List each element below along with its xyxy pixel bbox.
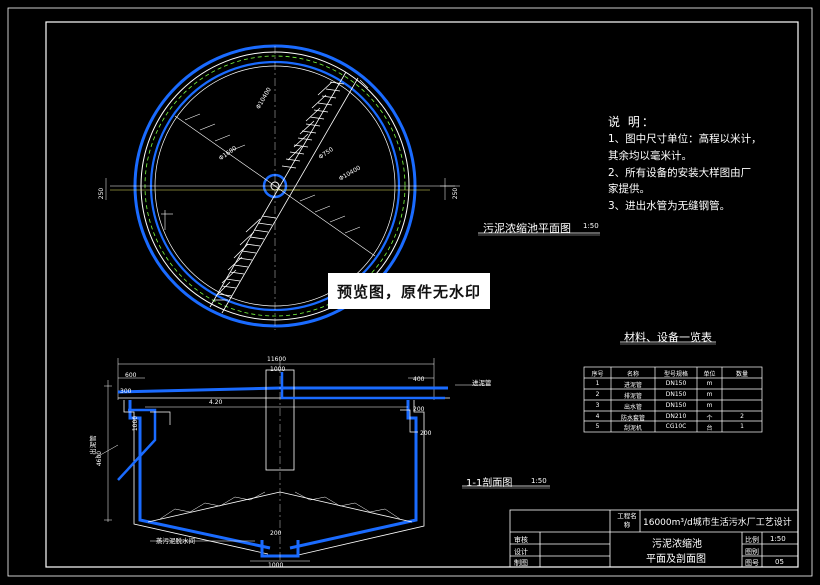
section-top-dim: 11600: [267, 356, 287, 363]
plan-dim: 250: [452, 187, 460, 200]
section-dim: 400: [413, 376, 425, 383]
section-dim: 1000: [270, 366, 286, 373]
materials-table-grid: [583, 366, 763, 433]
sheet-no-label: 图号: [745, 559, 759, 567]
table-cell: DN210: [665, 413, 687, 420]
table-cell: DN150: [665, 402, 687, 409]
table-header-cell: 序号: [591, 371, 604, 378]
note-line-5: 3、进出水管为无缝钢管。: [608, 200, 731, 212]
table-cell: 出水管: [623, 404, 642, 411]
notes-title: 说 明：: [608, 115, 656, 129]
table-cell: 3: [595, 402, 600, 409]
drain-label: 蒸污泥脱水间: [156, 537, 195, 545]
table-cell: 2: [595, 391, 600, 398]
section-dim: 600: [125, 372, 137, 379]
project-label: 工程名称: [617, 512, 637, 529]
section-dim: 1000: [268, 562, 284, 569]
table-cell: 进泥管: [623, 382, 642, 389]
section-dim: 4600: [96, 450, 104, 467]
materials-title: 材料、设备一览表: [624, 331, 712, 344]
note-line-2: 其余均以毫米计。: [608, 150, 692, 162]
inlet-pipe-label: 进泥管: [472, 379, 492, 387]
table-cell: m: [706, 380, 713, 387]
plan-view-scale: 1:50: [583, 222, 599, 230]
section-dim: 200: [413, 406, 425, 413]
section-water-level: 4.20: [209, 399, 223, 406]
outlet-pipe-label: 出泥管: [88, 435, 97, 455]
table-header-cell: 名称: [626, 371, 639, 378]
table-cell: 2: [740, 413, 744, 420]
table-cell: 刮泥机: [623, 425, 642, 432]
table-cell: m: [706, 391, 713, 398]
section-view-scale: 1:50: [531, 477, 547, 485]
role-designer: 设计: [514, 548, 528, 556]
note-line-3: 2、所有设备的安装大样图由厂: [608, 167, 752, 179]
table-cell: 防水套管: [620, 415, 645, 422]
table-cell: 5: [595, 423, 600, 430]
table-header-cell: 单位: [703, 371, 716, 378]
drawing-name-2: 平面及剖面图: [646, 554, 706, 565]
preview-watermark: 预览图，原件无水印: [328, 273, 490, 309]
drawing-name-1: 污泥浓缩池: [652, 539, 702, 550]
section-view-drawing: [94, 358, 490, 562]
category-label: 图别: [745, 548, 759, 556]
table-cell: 台: [706, 425, 713, 432]
table-cell: 排泥管: [623, 393, 642, 400]
table-header-cell: 型号规格: [663, 371, 688, 378]
section-view-title: 1-1剖面图: [466, 478, 513, 489]
table-cell: 个: [706, 415, 713, 422]
sheet-no-value: 05: [775, 558, 784, 566]
scale-value: 1:50: [770, 535, 786, 543]
role-drafter: 制图: [514, 559, 528, 567]
table-cell: 4: [595, 413, 600, 420]
section-dim: 200: [420, 430, 432, 437]
sheet-border: [7, 7, 813, 577]
table-cell: DN150: [665, 380, 687, 387]
note-line-4: 家提供。: [608, 183, 650, 195]
role-reviewer: 审核: [514, 536, 528, 544]
section-dim: 1000: [132, 415, 140, 432]
table-header-cell: 数量: [735, 371, 748, 378]
table-cell: 1: [595, 380, 600, 387]
table-cell: m: [706, 402, 713, 409]
title-block-grid: [509, 509, 799, 568]
scale-label: 比例: [745, 536, 759, 544]
section-dim: 200: [270, 530, 282, 537]
note-line-1: 1、图中尺寸单位：高程以米计，: [608, 133, 762, 145]
table-cell: CG10C: [665, 423, 687, 430]
project-name: 16000m³/d城市生活污水厂工艺设计: [643, 518, 792, 528]
plan-dim: 250: [98, 187, 106, 200]
drawing-frame: [45, 21, 799, 568]
table-cell: DN150: [665, 391, 687, 398]
section-dim: 300: [120, 388, 132, 395]
plan-view-drawing: [105, 44, 460, 330]
table-cell: 1: [740, 423, 744, 430]
plan-view-title: 污泥浓缩池平面图: [483, 222, 571, 235]
